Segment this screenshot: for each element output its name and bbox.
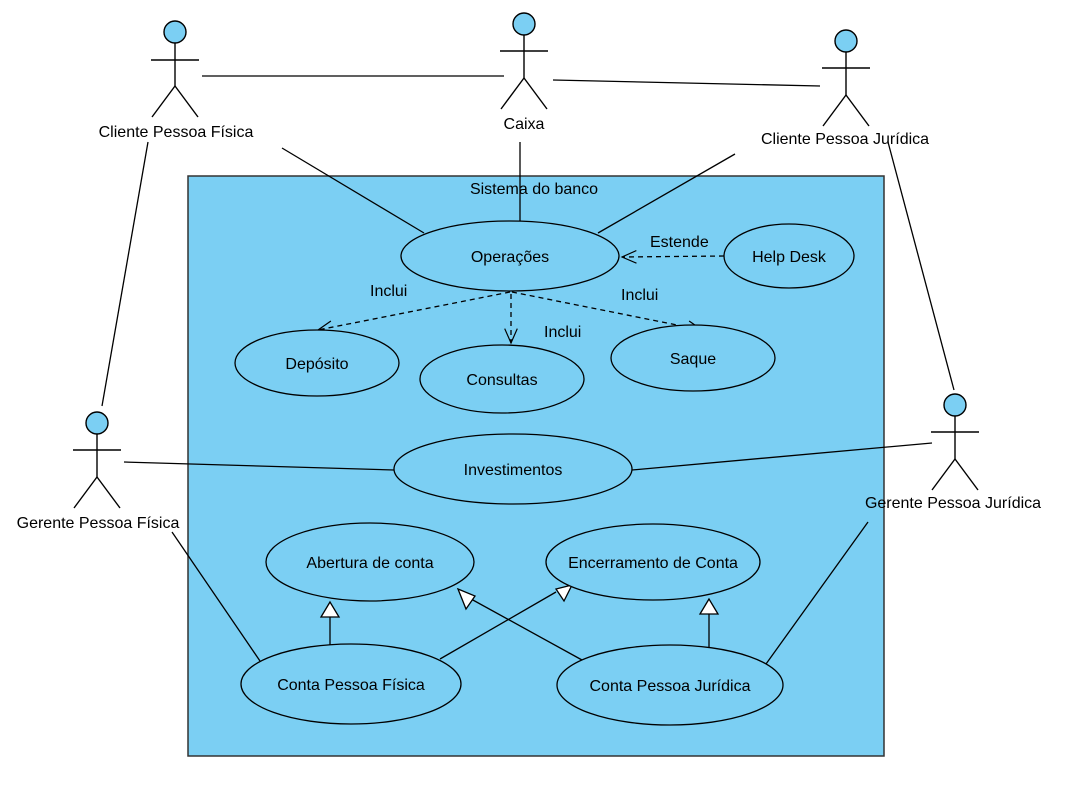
gen-arrow-contapj-encerramento — [698, 597, 720, 615]
use-case-deposito[interactable]: Depósito — [234, 329, 400, 397]
use-case-conta-pessoa-fisica[interactable]: Conta Pessoa Física — [240, 643, 462, 725]
dependencies — [316, 250, 725, 345]
actors: Cliente Pessoa Física Caixa Cliente Pess… — [17, 12, 1041, 532]
svg-text:Conta Pessoa Física: Conta Pessoa Física — [277, 677, 425, 694]
assoc-clientepf-operacoes — [281, 147, 425, 234]
gen-arrow-contapf-encerramento — [554, 584, 574, 603]
assoc-gerentepf-contapf — [171, 531, 261, 662]
svg-text:Cliente Pessoa Jurídica: Cliente Pessoa Jurídica — [761, 131, 929, 148]
label-estende: Estende — [650, 234, 709, 251]
use-case-saque[interactable]: Saque — [610, 324, 776, 392]
svg-text:Cliente Pessoa Física: Cliente Pessoa Física — [99, 124, 254, 141]
assoc-contapj-abertura — [461, 593, 583, 661]
svg-text:Encerramento de Conta: Encerramento de Conta — [568, 555, 738, 572]
system-title: Sistema do banco — [470, 181, 598, 198]
assoc-contapf-encerramento — [439, 591, 557, 660]
assoc-caixa-clientepj — [552, 79, 821, 87]
svg-text:Investimentos: Investimentos — [464, 462, 563, 479]
svg-text:Caixa: Caixa — [504, 116, 545, 133]
use-case-help-desk[interactable]: Help Desk — [723, 223, 855, 289]
assoc-clientepf-gerentepf — [101, 141, 149, 407]
assoc-gerentepj-contapj — [765, 521, 869, 665]
assoc-gerentepj-investimentos — [631, 442, 933, 471]
assoc-gerentepf-investimentos — [123, 461, 395, 471]
gen-arrow-contapf-abertura — [319, 600, 341, 618]
actor-caixa[interactable]: Caixa — [500, 12, 548, 133]
generalizations — [319, 584, 720, 650]
label-inclui-deposito: Inclui — [370, 283, 407, 300]
associations — [101, 75, 955, 665]
use-case-investimentos[interactable]: Investimentos — [393, 433, 633, 505]
label-inclui-saque: Inclui — [621, 287, 658, 304]
actor-gerente-pessoa-juridica[interactable]: Gerente Pessoa Jurídica — [865, 393, 1041, 512]
extend-helpdesk-operacoes — [620, 250, 725, 264]
assoc-clientepj-gerentepj — [887, 141, 955, 391]
actor-cliente-pessoa-juridica[interactable]: Cliente Pessoa Jurídica — [761, 29, 929, 148]
use-cases: Operações Help Desk Depósito Consultas S… — [234, 220, 855, 726]
svg-text:Gerente Pessoa Jurídica: Gerente Pessoa Jurídica — [865, 495, 1041, 512]
label-inclui-consultas: Inclui — [544, 324, 581, 341]
gen-arrow-contapj-abertura — [456, 587, 476, 611]
svg-text:Gerente Pessoa Física: Gerente Pessoa Física — [17, 515, 180, 532]
actor-gerente-pessoa-fisica[interactable]: Gerente Pessoa Física — [17, 411, 180, 532]
use-case-operacoes[interactable]: Operações — [400, 220, 620, 292]
svg-text:Saque: Saque — [670, 351, 716, 368]
use-case-encerramento-de-conta[interactable]: Encerramento de Conta — [545, 523, 761, 601]
include-deposito — [316, 291, 511, 334]
svg-text:Depósito: Depósito — [285, 356, 348, 373]
svg-text:Operações: Operações — [471, 249, 549, 266]
use-case-consultas[interactable]: Consultas — [419, 344, 585, 414]
use-case-abertura-de-conta[interactable]: Abertura de conta — [265, 522, 475, 602]
actor-cliente-pessoa-fisica[interactable]: Cliente Pessoa Física — [99, 20, 254, 141]
svg-text:Abertura de conta: Abertura de conta — [306, 555, 433, 572]
use-case-conta-pessoa-juridica[interactable]: Conta Pessoa Jurídica — [556, 644, 784, 726]
svg-text:Help Desk: Help Desk — [752, 249, 827, 266]
svg-text:Consultas: Consultas — [466, 372, 537, 389]
assoc-clientepj-operacoes — [597, 153, 736, 234]
svg-text:Conta Pessoa Jurídica: Conta Pessoa Jurídica — [590, 678, 751, 695]
